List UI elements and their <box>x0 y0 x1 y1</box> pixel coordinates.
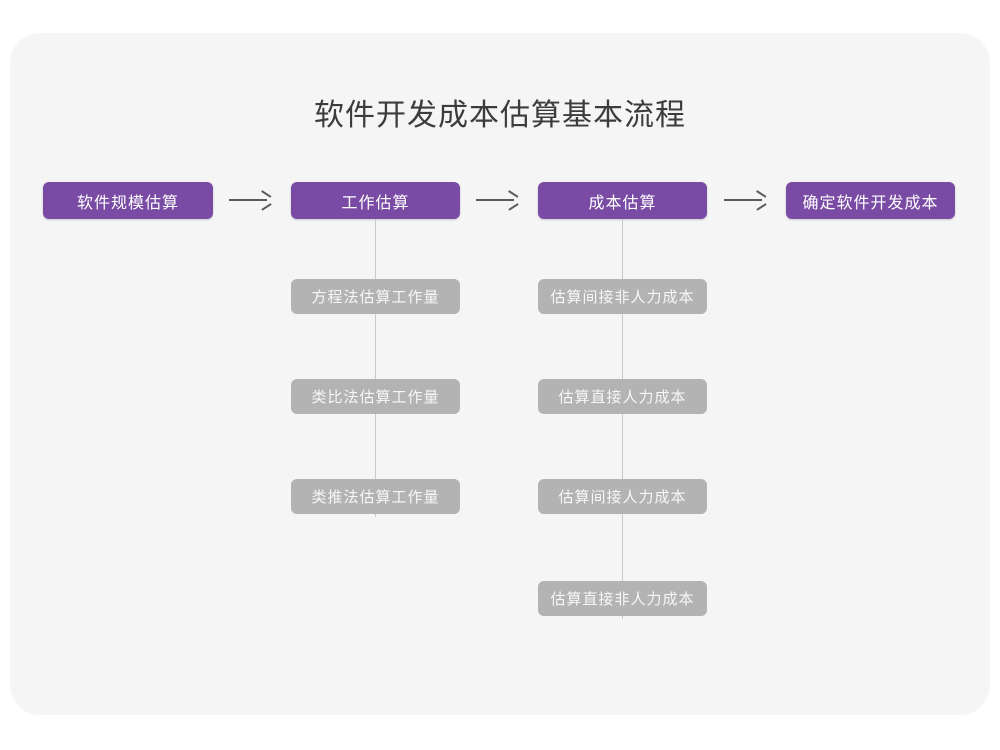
flow-node-step3[interactable]: 成本估算 <box>538 182 707 219</box>
flow-arrow-step2-step3 <box>476 190 522 210</box>
sub-node-step3-4[interactable]: 估算直接非人力成本 <box>538 581 707 616</box>
sub-node-step3-3[interactable]: 估算间接人力成本 <box>538 479 707 514</box>
arrow-shaft <box>724 199 762 201</box>
flow-node-step2[interactable]: 工作估算 <box>291 182 460 219</box>
sub-node-step2-1[interactable]: 方程法估算工作量 <box>291 279 460 314</box>
arrow-head-icon <box>260 193 269 206</box>
arrow-head-icon <box>507 193 516 206</box>
content-card <box>10 33 990 715</box>
flow-arrow-step1-step2 <box>229 190 275 210</box>
arrow-shaft <box>229 199 267 201</box>
sub-node-step2-2[interactable]: 类比法估算工作量 <box>291 379 460 414</box>
flow-node-step4[interactable]: 确定软件开发成本 <box>786 182 955 219</box>
sub-node-step3-2[interactable]: 估算直接人力成本 <box>538 379 707 414</box>
flow-node-step1[interactable]: 软件规模估算 <box>43 182 213 219</box>
page-title: 软件开发成本估算基本流程 <box>314 99 686 132</box>
sub-node-step2-3[interactable]: 类推法估算工作量 <box>291 479 460 514</box>
branch-connector-step3 <box>621 219 623 619</box>
flow-arrow-step3-step4 <box>724 190 770 210</box>
arrow-head-icon <box>755 193 764 206</box>
branch-connector-step2 <box>374 219 376 517</box>
arrow-shaft <box>476 199 514 201</box>
sub-node-step3-1[interactable]: 估算间接非人力成本 <box>538 279 707 314</box>
